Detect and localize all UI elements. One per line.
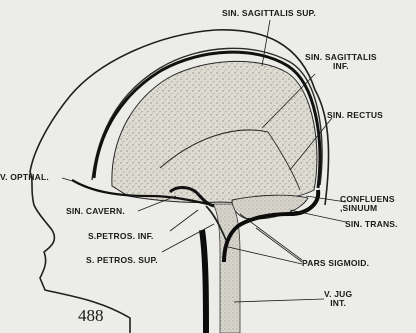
label-sin-cavern: SIN. CAVERN. xyxy=(66,207,125,216)
label-pars-sigmoid: PARS SIGMOID. xyxy=(302,259,369,268)
label-sin-rectus: SIN. RECTUS xyxy=(327,111,383,120)
label-confluens-sinuum: CONFLUENS ,SINUUM xyxy=(340,195,395,213)
vena-jugularis-interna xyxy=(202,230,206,333)
label-v-jug-int: V. JUG INT. xyxy=(324,290,352,308)
label-sin-sagittalis-inf-line2: INF. xyxy=(305,62,377,71)
label-sin-trans: SIN. TRANS. xyxy=(345,220,398,229)
label-confluens-line2: ,SINUUM xyxy=(340,204,395,213)
label-s-petros-sup: S. PETROS. SUP. xyxy=(86,256,158,265)
label-v-jug-line2: INT. xyxy=(324,299,352,308)
label-sin-sagittalis-inf: SIN. SAGITTALIS INF. xyxy=(305,53,377,71)
brainstem xyxy=(213,204,240,333)
label-v-opthal: V. OPTHAL. xyxy=(0,173,49,182)
label-s-petros-inf: S.PETROS. INF. xyxy=(88,232,154,241)
page-number: 488 xyxy=(78,306,104,326)
label-sin-sagittalis-sup: SIN. SAGITTALIS SUP. xyxy=(222,9,316,18)
